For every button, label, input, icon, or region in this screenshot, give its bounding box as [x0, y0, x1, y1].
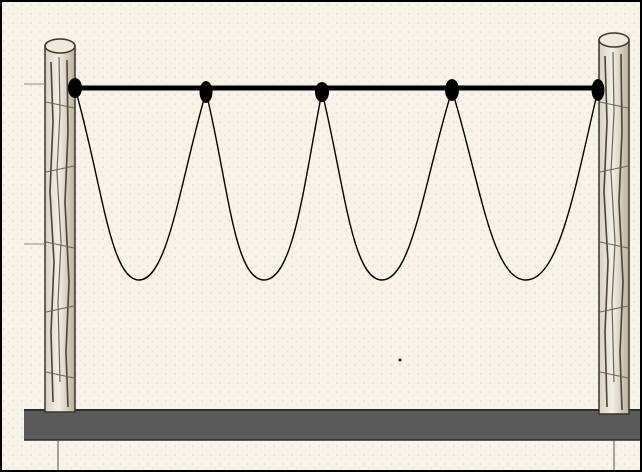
loop-1 [74, 87, 207, 281]
loop-3 [321, 89, 453, 281]
loop-2 [205, 91, 323, 281]
knot-icon [68, 78, 82, 98]
loop-4 [451, 89, 599, 281]
knot-icon [591, 79, 605, 101]
right-post-icon [598, 32, 630, 415]
hanging-loops [74, 87, 599, 281]
knot-icon [315, 82, 329, 102]
left-post-icon [24, 38, 76, 413]
knots [68, 78, 605, 103]
knot-icon [199, 81, 213, 103]
knot-icon [445, 79, 459, 101]
stray-dot [398, 358, 402, 362]
ground-bar [24, 409, 640, 470]
